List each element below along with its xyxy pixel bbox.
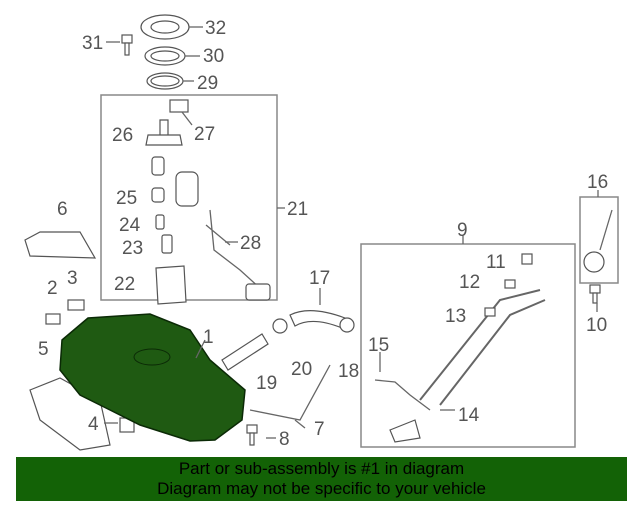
callout-26: 26 (112, 125, 133, 146)
part-1-fuel-tank[interactable] (59, 313, 246, 442)
part-26-filter[interactable] (151, 156, 165, 176)
banner-line-1: Part or sub-assembly is #1 in diagram (178, 459, 465, 478)
part-20-clamp[interactable] (272, 318, 288, 334)
part-28-float[interactable] (245, 283, 271, 301)
banner-line-2: Diagram may not be specific to your vehi… (157, 479, 486, 498)
callout-12: 12 (459, 272, 480, 293)
callout-18: 18 (338, 361, 359, 382)
callout-10: 10 (586, 315, 607, 336)
callout-21: 21 (287, 199, 308, 220)
part-6-shield[interactable] (24, 231, 97, 259)
callout-27: 27 (194, 124, 215, 145)
filler-neck-assembly-box (360, 243, 576, 448)
part-27-connector[interactable] (169, 99, 189, 113)
part-bracket[interactable] (389, 419, 421, 443)
part-22-strainer[interactable] (155, 265, 187, 305)
callout-30: 30 (203, 46, 224, 67)
callout-8: 8 (279, 429, 290, 450)
part-30-ring[interactable] (144, 46, 186, 66)
part-7-vent-tube[interactable] (249, 364, 331, 421)
callout-23: 23 (122, 238, 143, 259)
callout-16: 16 (587, 172, 608, 193)
part-3-pad[interactable] (67, 299, 85, 311)
fuel-cap-box (579, 196, 619, 284)
callout-5: 5 (38, 339, 49, 360)
callout-32: 32 (205, 18, 226, 39)
callout-17: 17 (309, 268, 330, 289)
part-32-cover[interactable] (140, 14, 190, 40)
callout-20: 20 (291, 359, 312, 380)
part-13-clamp[interactable] (484, 307, 496, 317)
callout-1[interactable]: 1 (203, 327, 214, 348)
callout-6: 6 (57, 199, 68, 220)
callout-13: 13 (445, 306, 466, 327)
part-18-clamp[interactable] (339, 317, 355, 333)
part-25-regulator[interactable] (151, 187, 165, 203)
callout-14: 14 (458, 405, 480, 426)
part-12-clamp[interactable] (504, 279, 516, 289)
callout-28: 28 (240, 233, 261, 254)
callout-11: 11 (486, 252, 506, 273)
part-11-clip[interactable] (521, 253, 533, 265)
callout-4: 4 (88, 414, 99, 435)
part-29-gasket[interactable] (146, 72, 184, 90)
part-15-hose[interactable] (374, 379, 431, 411)
part-19-pipe[interactable] (221, 333, 269, 371)
callout-31: 31 (82, 33, 103, 54)
fuel-pump-assembly-box (100, 94, 278, 301)
callout-9: 9 (457, 220, 468, 241)
part-pump-body[interactable] (175, 171, 199, 207)
callout-7: 7 (314, 419, 325, 440)
part-16-fuel-cap[interactable] (583, 251, 605, 273)
part-2-pad[interactable] (45, 313, 61, 325)
part-31-bolt[interactable] (121, 34, 133, 56)
callout-29: 29 (197, 73, 218, 94)
callout-15: 15 (368, 335, 389, 356)
part-14-filler-pipe[interactable] (419, 289, 546, 406)
part-23-valve[interactable] (161, 234, 173, 254)
callout-19: 19 (256, 373, 277, 394)
part-8-bolt[interactable] (246, 424, 258, 446)
callout-25: 25 (116, 188, 137, 209)
part-10-bolt[interactable] (589, 284, 601, 304)
part-pump-flange[interactable] (145, 119, 183, 146)
callout-24: 24 (119, 215, 141, 236)
leader-lines (104, 26, 599, 439)
part-24-oring[interactable] (155, 214, 165, 230)
callout-22: 22 (114, 274, 135, 295)
callout-2: 2 (47, 278, 58, 299)
part-17-hose[interactable] (289, 310, 346, 329)
callout-3: 3 (67, 268, 78, 289)
diagram-notice-banner: Part or sub-assembly is #1 in diagram Di… (16, 457, 627, 501)
